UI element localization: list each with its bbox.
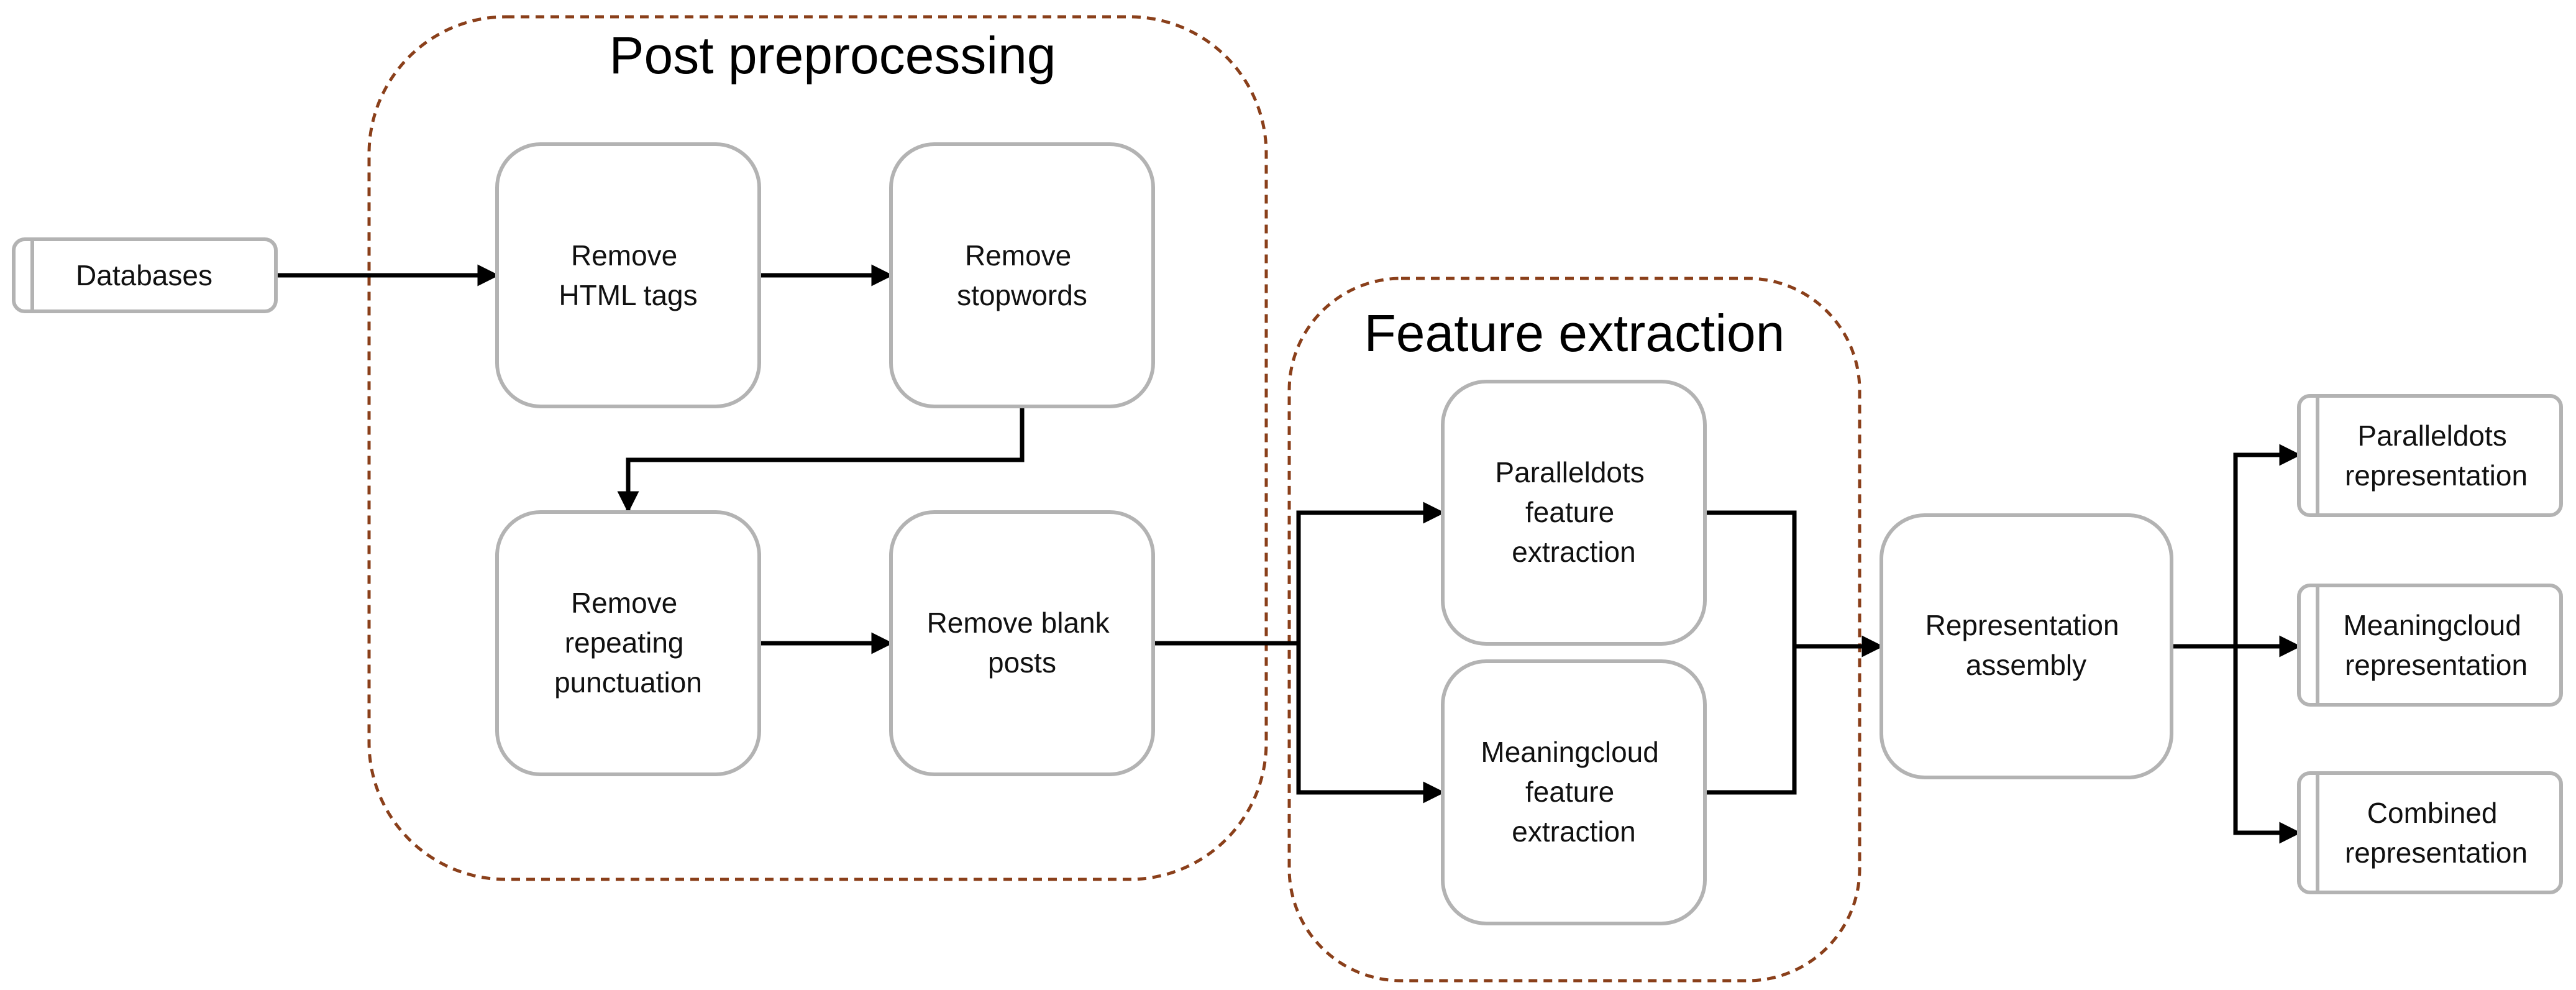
node-remove-stopwords: Remove stopwords	[889, 142, 1155, 408]
edge-remove-blank-to-paralleldots-fe	[1153, 502, 1445, 646]
node-remove-repeating-punctuation: Remove repeating punctuation	[495, 510, 761, 776]
edge-paralleldots-fe-to-assembly	[1705, 510, 1797, 646]
node-representation-assembly: Representation assembly	[1879, 513, 2173, 779]
svg-text:Remove blank posts: Remove blank posts	[927, 607, 1118, 679]
svg-text:Combined representation: Combined representation	[2345, 797, 2528, 869]
svg-text:Paralleldots representat: Paralleldots representation	[2345, 419, 2528, 492]
node-meaningcloud-representation: Meaningcloud representation	[2297, 584, 2563, 707]
svg-text:Remove repeating p: Remove repeating punctuation	[554, 587, 702, 699]
meaningcloud-fe-line-1: Meaningcloud	[1481, 736, 1658, 768]
paralleldots-fe-line-2: feature	[1525, 496, 1614, 528]
svg-text:Remove stopwords: Remove stopwords	[957, 239, 1087, 311]
databases-label: Databases	[76, 259, 212, 291]
paralleldots-rep-line-1: Paralleldots	[2357, 419, 2506, 452]
remove-blank-line-2: posts	[988, 646, 1056, 679]
remove-html-line-1: Remove	[571, 239, 677, 272]
remove-stopwords-line-1: Remove	[965, 239, 1071, 272]
meaningcloud-fe-line-3: extraction	[1512, 815, 1635, 848]
remove-blank-line-1: Remove blank	[927, 607, 1110, 639]
edge-assembly-to-paralleldots-rep	[2233, 444, 2301, 646]
svg-text:Meaningcloud representat: Meaningcloud representation	[2343, 609, 2529, 681]
edge-assembly-to-combined-rep	[2233, 646, 2301, 844]
meaningcloud-rep-line-1: Meaningcloud	[2343, 609, 2521, 641]
post-preprocessing-group	[367, 15, 1268, 881]
remove-html-line-2: HTML tags	[559, 279, 697, 311]
paralleldots-fe-line-3: extraction	[1512, 536, 1635, 568]
node-paralleldots-representation: Paralleldots representation	[2297, 394, 2563, 517]
remove-repeating-line-3: punctuation	[554, 666, 702, 699]
edge-remove-stopwords-to-remove-repeating	[617, 406, 1025, 513]
svg-text:Representation assembly: Representation assembly	[1925, 609, 2127, 681]
node-paralleldots-feature-extraction: Paralleldots feature extraction	[1441, 380, 1707, 646]
edge-remove-blank-to-meaningcloud-fe	[1296, 643, 1445, 804]
edge-meaningcloud-fe-to-assembly	[1705, 646, 1797, 795]
paralleldots-fe-line-1: Paralleldots	[1495, 456, 1644, 488]
post-preprocessing-title: Post preprocessing	[609, 26, 1056, 85]
svg-text:Databases: Databases	[76, 259, 212, 291]
combined-rep-line-1: Combined	[2367, 797, 2498, 829]
meaningcloud-fe-line-2: feature	[1525, 776, 1614, 808]
assembly-line-2: assembly	[1966, 649, 2086, 681]
node-remove-blank-posts: Remove blank posts	[889, 510, 1155, 776]
svg-text:Paralleldots feature: Paralleldots feature extraction	[1495, 456, 1652, 568]
remove-repeating-line-2: repeating	[565, 626, 684, 659]
svg-text:Remove HTML tags: Remove HTML tags	[559, 239, 697, 311]
assembly-line-1: Representation	[1925, 609, 2119, 641]
node-meaningcloud-feature-extraction: Meaningcloud feature extraction	[1441, 659, 1707, 925]
node-combined-representation: Combined representation	[2297, 771, 2563, 894]
remove-repeating-line-1: Remove	[571, 587, 677, 619]
combined-rep-line-2: representation	[2345, 836, 2528, 869]
paralleldots-rep-line-2: representation	[2345, 459, 2528, 492]
meaningcloud-rep-line-2: representation	[2345, 649, 2528, 681]
node-remove-html-tags: Remove HTML tags	[495, 142, 761, 408]
connectors	[276, 264, 2301, 844]
svg-text:Meaningcloud feature: Meaningcloud feature extraction	[1481, 736, 1666, 848]
feature-extraction-group	[1287, 277, 1861, 983]
remove-stopwords-line-2: stopwords	[957, 279, 1087, 311]
feature-extraction-title: Feature extraction	[1364, 304, 1784, 362]
node-databases: Databases	[12, 237, 278, 313]
